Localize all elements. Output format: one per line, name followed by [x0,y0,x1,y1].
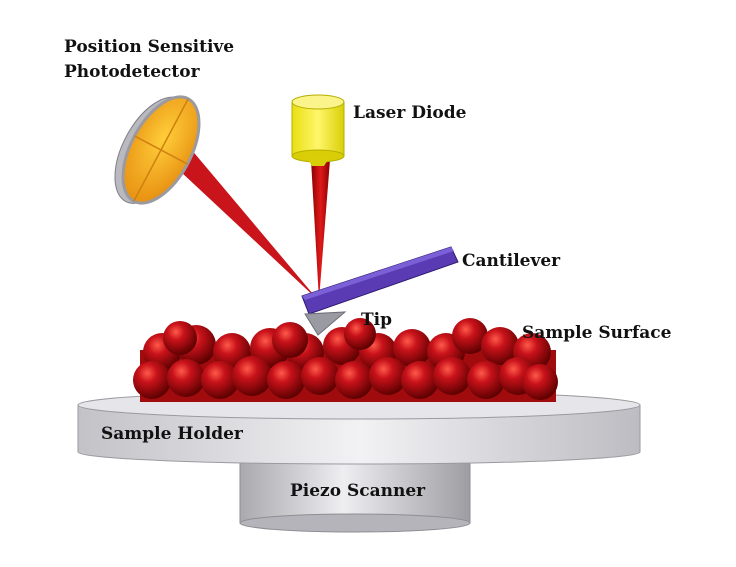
sample-sphere [452,318,488,354]
sample-sphere [369,357,407,395]
sample-sphere [335,361,373,399]
photodetector-label-line1: Position Sensitive [64,37,235,57]
sample-sphere [401,361,439,399]
sample-sphere [467,361,505,399]
cantilever [301,246,459,315]
sample-sphere [433,357,471,395]
sample-sphere [272,322,308,358]
sample-sphere [201,361,239,399]
sample-holder-label: Sample Holder [101,424,243,444]
sample-sphere [393,329,431,367]
reflected-laser-beam [165,142,318,300]
sample-sphere [481,327,519,365]
sample-sphere [133,361,171,399]
tip-label: Tip [361,310,392,330]
sample-sphere [163,321,197,355]
sample-sphere [344,318,376,350]
position-sensitive-photodetector [114,95,201,205]
sample-sphere [522,364,558,400]
incident-laser-beam [311,160,330,300]
photodetector-label-line2: Photodetector [64,62,200,82]
sample-surface [133,318,558,402]
piezo-scanner-label: Piezo Scanner [290,481,426,501]
sample-sphere [267,361,305,399]
laser-diode [291,94,345,166]
cantilever-label: Cantilever [462,251,561,271]
sample-surface-label: Sample Surface [522,323,672,343]
sample-sphere [232,356,272,396]
sample-sphere [167,359,205,397]
laser-diode-label: Laser Diode [353,103,467,123]
afm-tip [304,311,347,336]
sample-sphere [301,357,339,395]
